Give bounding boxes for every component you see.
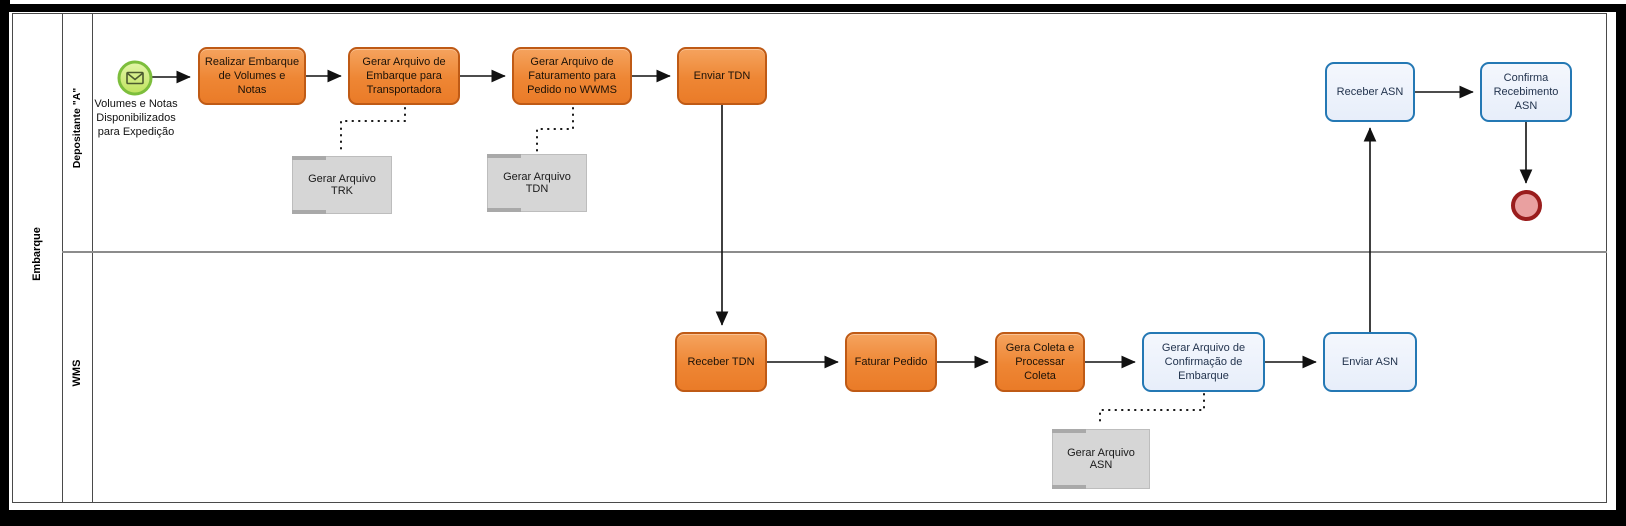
task-realizar-embarque[interactable]: Realizar Embarque de Volumes e Notas <box>198 47 306 105</box>
task-receber-asn[interactable]: Receber ASN <box>1325 62 1415 122</box>
lane-label-wms: WMS <box>71 359 83 387</box>
end-event[interactable] <box>1508 187 1545 224</box>
data-object-tdn[interactable]: Gerar Arquivo TDN <box>487 154 587 212</box>
start-event-label: Volumes e Notas Disponibilizados para Ex… <box>94 98 178 138</box>
task-gera-coleta[interactable]: Gera Coleta e Processar Coleta <box>995 332 1085 392</box>
lane-label-depositante: Depositante "A" <box>71 87 83 169</box>
task-enviar-tdn[interactable]: Enviar TDN <box>677 47 767 105</box>
envelope-icon <box>126 71 144 85</box>
task-gerar-arquivo-confirmacao[interactable]: Gerar Arquivo de Confirmação de Embarque <box>1142 332 1265 392</box>
lane-divider <box>62 251 1607 253</box>
frame-sliver <box>10 0 1626 4</box>
task-gerar-arquivo-faturamento[interactable]: Gerar Arquivo de Faturamento para Pedido… <box>512 47 632 105</box>
task-confirma-recebimento-asn[interactable]: Confirma Recebimento ASN <box>1480 62 1572 122</box>
message-start-event[interactable] <box>115 58 155 98</box>
task-receber-tdn[interactable]: Receber TDN <box>675 332 767 392</box>
pool-embarque <box>12 13 1607 503</box>
pool-label: Embarque <box>31 227 43 281</box>
lane-label-divider <box>92 13 93 503</box>
pool-label-divider <box>62 13 63 503</box>
task-gerar-arquivo-embarque[interactable]: Gerar Arquivo de Embarque para Transport… <box>348 47 460 105</box>
task-enviar-asn[interactable]: Enviar ASN <box>1323 332 1417 392</box>
data-object-asn[interactable]: Gerar Arquivo ASN <box>1052 429 1150 489</box>
task-faturar-pedido[interactable]: Faturar Pedido <box>845 332 937 392</box>
data-object-trk[interactable]: Gerar Arquivo TRK <box>292 156 392 214</box>
